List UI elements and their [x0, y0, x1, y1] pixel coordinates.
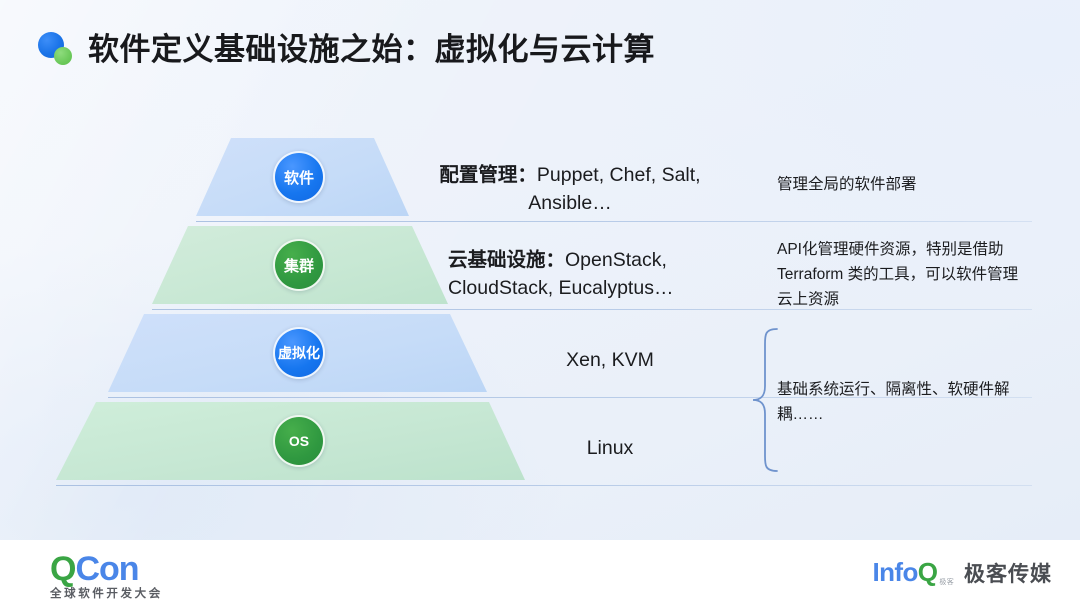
- row-divider-3: [108, 397, 1032, 398]
- mid-value-software: Puppet, Chef, Salt, Ansible…: [528, 164, 701, 214]
- pyramid-layer-software: 软件: [0, 138, 700, 216]
- right-note-cluster: API化管理硬件资源，特别是借助 Terraform 类的工具，可以软件管理云上…: [777, 241, 1019, 309]
- row-divider-4: [56, 485, 1032, 486]
- brace-icon: [752, 328, 778, 472]
- pyramid-diagram: 软件 集群: [0, 138, 700, 490]
- pyramid-layer-virtualization: 虚拟化: [0, 314, 700, 392]
- infoq-tm-mark: 极客: [939, 579, 954, 586]
- slide-title-row: 软件定义基础设施之始：虚拟化与云计算: [36, 24, 655, 76]
- row-divider-2: [152, 309, 1032, 310]
- qcon-wordmark: QCon: [50, 552, 230, 586]
- right-note-software: 管理全局的软件部署: [777, 176, 917, 193]
- page-title: 软件定义基础设施之始：虚拟化与云计算: [88, 32, 655, 68]
- infoq-logo-info: Info: [872, 557, 919, 587]
- mid-text-software: 配置管理：Puppet, Chef, Salt, Ansible…: [420, 162, 720, 217]
- mid-value-virtualization: Xen, KVM: [566, 349, 654, 371]
- mid-text-virtualization: Xen, KVM: [480, 347, 740, 375]
- pyramid-layer-cluster: 集群: [0, 226, 700, 304]
- pyramid-layer-os: OS: [0, 402, 700, 480]
- mid-value-os: Linux: [586, 437, 634, 459]
- qcon-logo-q: Q: [50, 550, 76, 588]
- infoq-logo-q: Q: [917, 557, 938, 587]
- qcon-logo: QCon 全球软件开发大会: [50, 552, 230, 600]
- badge-cluster: 集群: [273, 239, 325, 291]
- footer-band: [0, 540, 1080, 606]
- qcon-subtitle: 全球软件开发大会: [50, 588, 163, 600]
- infoq-chinese-name: 极客传媒: [964, 563, 1052, 586]
- infoq-wordmark: InfoQ: [873, 559, 938, 585]
- infoq-logo: InfoQ 极客 极客传媒: [873, 558, 1052, 590]
- badge-virtualization: 虚拟化: [273, 327, 325, 379]
- badge-os: OS: [273, 415, 325, 467]
- mid-text-cluster: 云基础设施：OpenStack, CloudStack, Eucalyptus…: [448, 247, 748, 302]
- mid-label-cluster: 云基础设施：: [448, 249, 566, 271]
- qcon-logo-con: Con: [75, 550, 139, 588]
- right-note-base: 基础系统运行、隔离性、软硬件解耦……: [777, 381, 1010, 424]
- mid-label-software: 配置管理：: [439, 164, 537, 186]
- green-dot-icon: [54, 47, 72, 65]
- mid-text-os: Linux: [480, 435, 740, 463]
- badge-software: 软件: [273, 151, 325, 203]
- row-divider-1: [196, 221, 1032, 222]
- mid-value-cluster: OpenStack, CloudStack, Eucalyptus…: [448, 249, 674, 299]
- blue-green-dots-icon: [36, 30, 76, 70]
